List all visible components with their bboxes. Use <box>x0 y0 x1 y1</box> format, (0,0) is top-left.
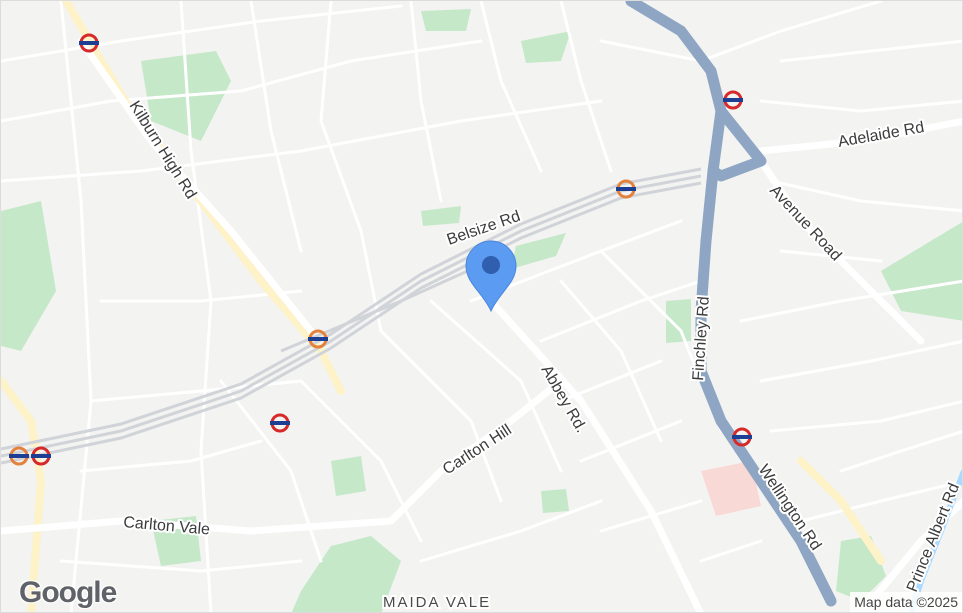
underground-roundel-icon[interactable] <box>616 179 636 199</box>
google-logo: Google <box>19 576 117 609</box>
park-area <box>541 489 569 513</box>
railway-lines <box>1 167 702 465</box>
park-area <box>511 233 566 269</box>
road-label-carlton-hill: Carlton Hill <box>440 421 515 478</box>
major-road-finchley-wellington <box>625 1 837 607</box>
park-area <box>666 299 691 343</box>
hospital-area <box>701 461 761 516</box>
underground-roundel-icon[interactable] <box>31 446 51 466</box>
park-area <box>331 456 366 496</box>
road-label-adelaide-rd: Adelaide Rd <box>837 119 926 151</box>
park-area <box>521 31 571 63</box>
map-attribution[interactable]: Map data ©2025 <box>850 592 962 612</box>
park-area <box>881 222 962 321</box>
main-roads <box>1 37 962 612</box>
park-area <box>1 201 56 351</box>
location-pin-icon[interactable] <box>465 240 517 313</box>
area-label-maida-vale: MAIDA VALE <box>383 594 491 611</box>
underground-roundel-icon[interactable] <box>79 33 99 53</box>
underground-roundel-icon[interactable] <box>723 90 743 110</box>
underground-roundel-icon[interactable] <box>732 427 752 447</box>
underground-roundel-icon[interactable] <box>270 413 290 433</box>
park-area <box>291 536 401 612</box>
underground-roundel-icon[interactable] <box>9 446 29 466</box>
tube-stations <box>9 33 752 466</box>
underground-roundel-icon[interactable] <box>308 329 328 349</box>
park-area <box>421 9 471 31</box>
road-label-prince-albert-rd: Prince Albert Rd <box>904 481 963 595</box>
park-area <box>421 206 461 226</box>
road-label-finchley-rd: Finchley Rd <box>690 296 713 381</box>
